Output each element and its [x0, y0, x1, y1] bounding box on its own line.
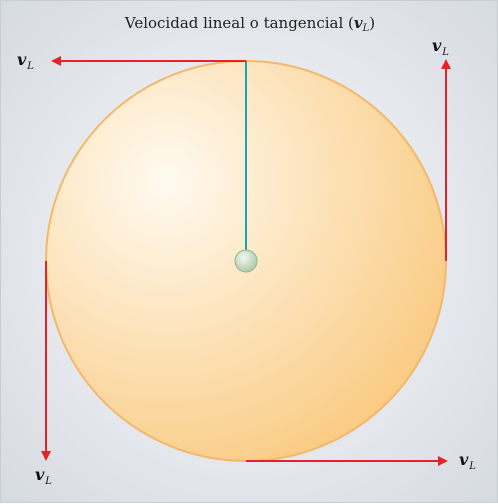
label-subscript: L: [442, 47, 449, 58]
label-subscript: L: [27, 61, 34, 72]
velocity-label-right: vL: [432, 38, 449, 58]
title-symbol: v: [353, 14, 363, 32]
title-subscript: L: [362, 23, 370, 34]
center-point: [234, 249, 258, 273]
label-symbol: v: [35, 465, 45, 484]
label-symbol: v: [432, 36, 442, 55]
velocity-label-top: vL: [17, 52, 34, 72]
title-close: ): [369, 14, 376, 32]
label-symbol: v: [459, 450, 469, 469]
velocity-label-left: vL: [35, 467, 52, 487]
velocity-label-bottom: vL: [459, 452, 476, 472]
label-symbol: v: [17, 50, 27, 69]
diagram-title: Velocidad lineal o tangencial (vL): [1, 14, 498, 34]
label-subscript: L: [469, 461, 476, 472]
label-subscript: L: [45, 476, 52, 487]
title-text: Velocidad lineal o tangencial (: [124, 14, 354, 32]
